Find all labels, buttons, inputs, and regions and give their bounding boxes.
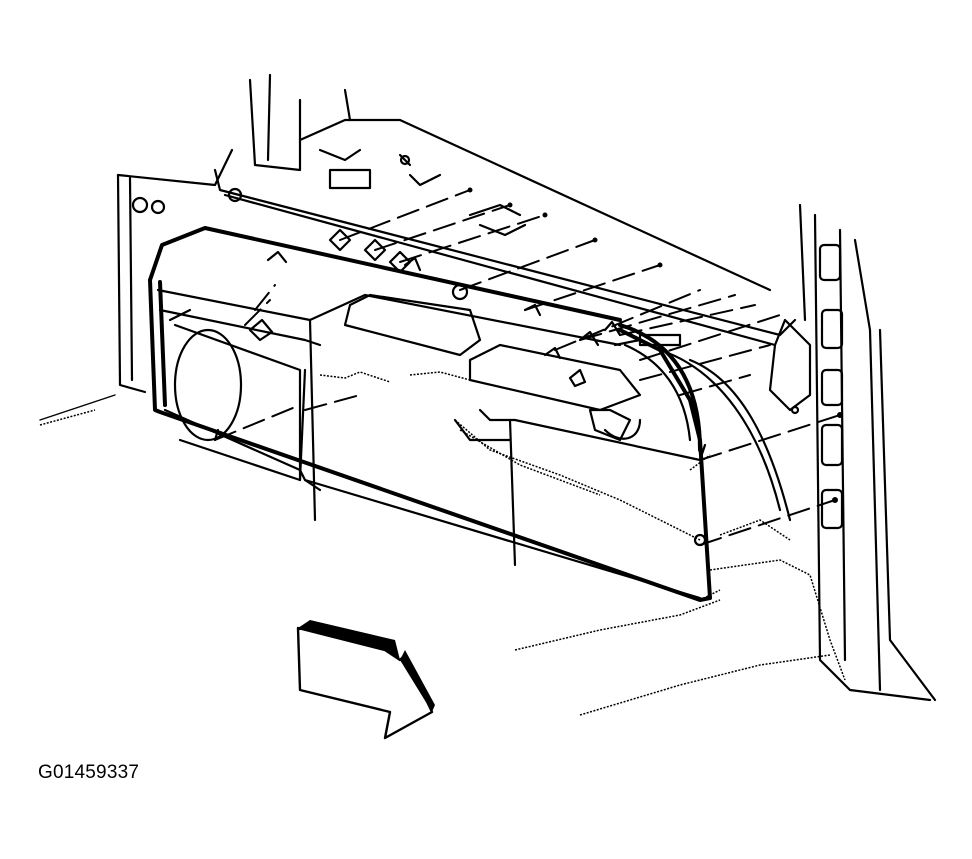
front-arrow-icon [296, 620, 435, 740]
right-pillar [768, 203, 937, 702]
left-pillar [39, 148, 234, 426]
figure-id: G01459337 [38, 762, 140, 783]
floor-texture [319, 371, 846, 716]
trim-panel [148, 226, 792, 602]
alignment-lines [214, 187, 843, 546]
upper-body-structure [213, 73, 797, 347]
